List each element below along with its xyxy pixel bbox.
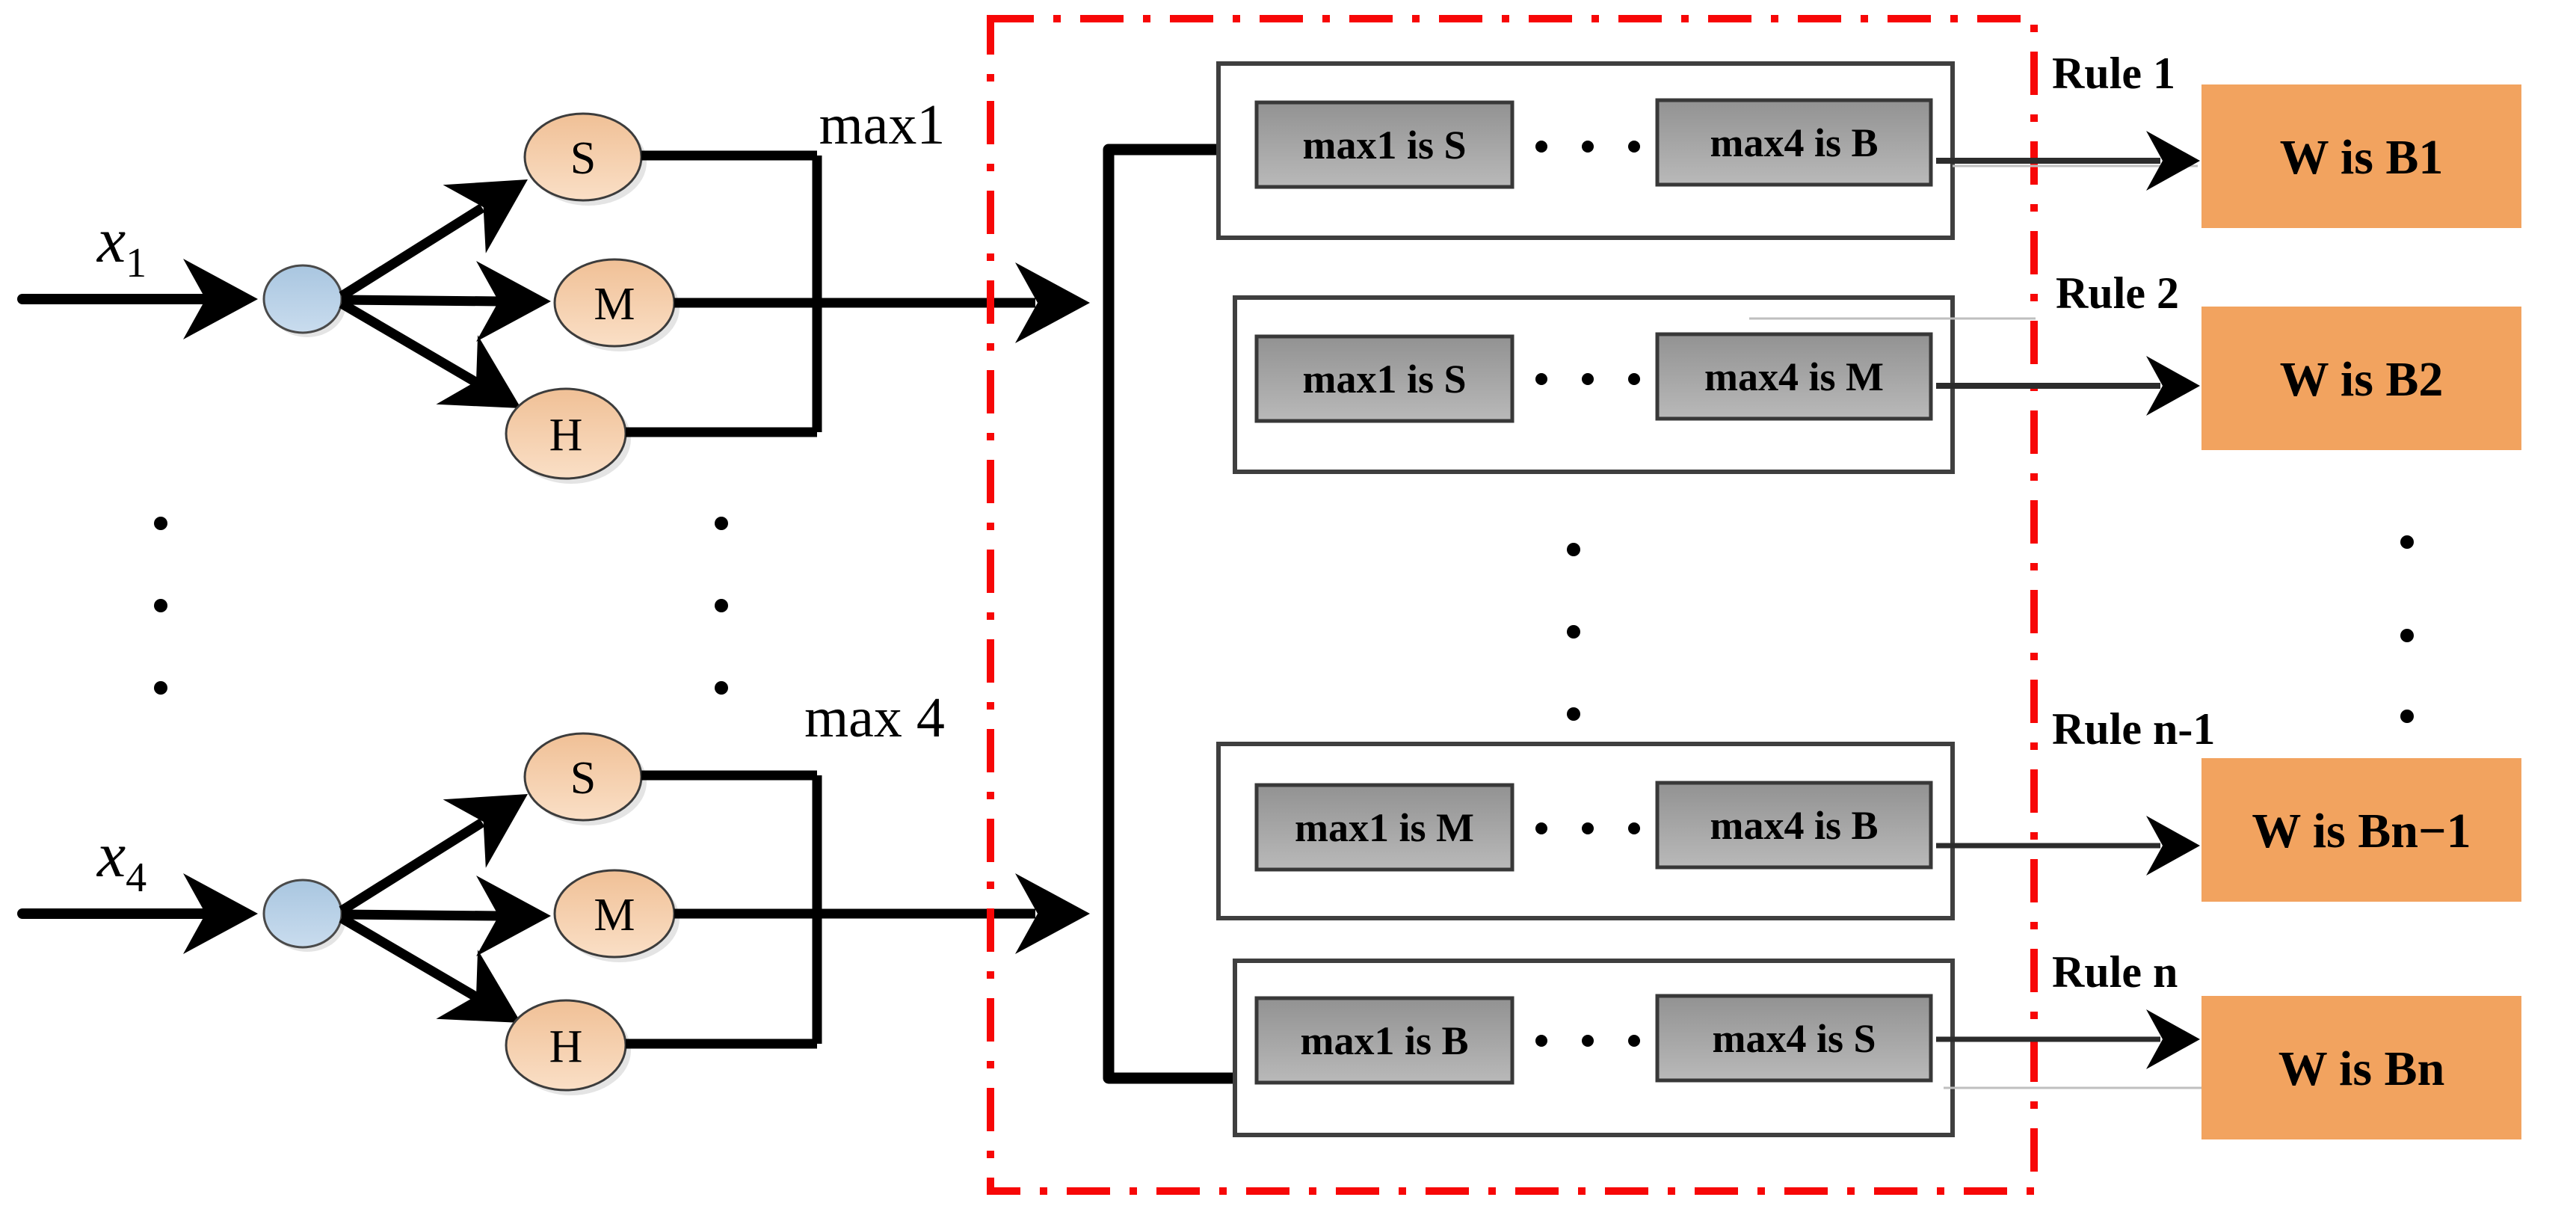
rule-region-border: [987, 15, 2038, 1195]
node-label-m1: M: [594, 279, 635, 330]
node-label-h1: H: [549, 410, 583, 461]
antecedent-text: max4 is S: [1712, 1016, 1876, 1061]
rule-row-2: max1 is S max4 is M Rule 2 W is B2: [1233, 268, 2521, 474]
fan-line-s: [339, 203, 485, 301]
node-label-h2: H: [549, 1021, 583, 1072]
ellipsis-dots: [1535, 373, 1640, 385]
ellipsis-dots: [1535, 1035, 1640, 1047]
consequent-box: [2201, 84, 2521, 228]
ellipsis-dots-left: [154, 517, 728, 695]
consequent-text: W is Bn−1: [2252, 804, 2471, 858]
rule-row-3: max1 is M max4 is B Rule n-1 W is Bn−1: [1216, 704, 2521, 920]
max1-label: max1: [819, 93, 946, 156]
consequent-text: W is Bn: [2278, 1042, 2445, 1096]
fan-line-m: [341, 295, 500, 307]
consequent-box: [2201, 758, 2521, 902]
rule-row-4: max1 is B max4 is S Rule n W is Bn: [1233, 947, 2521, 1139]
antecedent-box: [1655, 781, 1933, 870]
node-label-m2: M: [594, 890, 635, 941]
antecedent-text: max1 is S: [1302, 357, 1466, 402]
antecedent-text: max1 is S: [1302, 123, 1466, 167]
fan-line-h: [339, 914, 480, 1002]
antecedent-text: max1 is B: [1300, 1018, 1468, 1063]
input-node: [262, 879, 343, 949]
ellipsis-dots: [1535, 822, 1640, 834]
input-label-x1: x1: [96, 204, 147, 286]
rule-name: Rule n-1: [2052, 704, 2215, 754]
antecedent-box: [1655, 98, 1933, 187]
consequent-box: [2201, 996, 2521, 1139]
input-node: [262, 264, 343, 334]
node-label-s2: S: [570, 753, 596, 804]
antecedent-box: [1254, 996, 1515, 1085]
trunk-bus-line: [1103, 144, 1247, 1084]
antecedent-box: [1254, 100, 1515, 189]
antecedent-box: [1254, 334, 1515, 423]
antecedent-text: max4 is B: [1710, 120, 1878, 165]
input-label-x4: x4: [96, 819, 147, 901]
node-label-s1: S: [570, 133, 596, 184]
ellipsis-dots-right: [2400, 535, 2414, 723]
rule-name: Rule 1: [2052, 49, 2175, 98]
rule-name: Rule n: [2052, 947, 2178, 997]
fan-line-s: [339, 818, 485, 915]
antecedent-text: max4 is M: [1704, 354, 1884, 399]
consequent-box: [2201, 307, 2521, 450]
max4-label: max 4: [804, 686, 945, 749]
fan-line-m: [341, 909, 500, 921]
consequent-text: W is B2: [2280, 352, 2444, 407]
ellipsis-dots: [1535, 141, 1640, 153]
input-group-1: x1 S M H max1: [17, 93, 1090, 484]
fan-line-h: [339, 299, 480, 387]
ellipsis-dots-middle: [1567, 543, 1580, 721]
antecedent-box: [1254, 783, 1515, 872]
consequent-text: W is B1: [2280, 130, 2444, 185]
rule-name: Rule 2: [2056, 268, 2179, 318]
antecedent-text: max4 is B: [1710, 803, 1878, 848]
rule-row-1: max1 is S max4 is B Rule 1 W is B1: [1216, 49, 2521, 240]
antecedent-box: [1655, 332, 1933, 421]
input-group-2: x4 S M H max 4: [17, 686, 1090, 1095]
antecedent-box: [1655, 994, 1933, 1083]
antecedent-text: max1 is M: [1295, 805, 1474, 850]
